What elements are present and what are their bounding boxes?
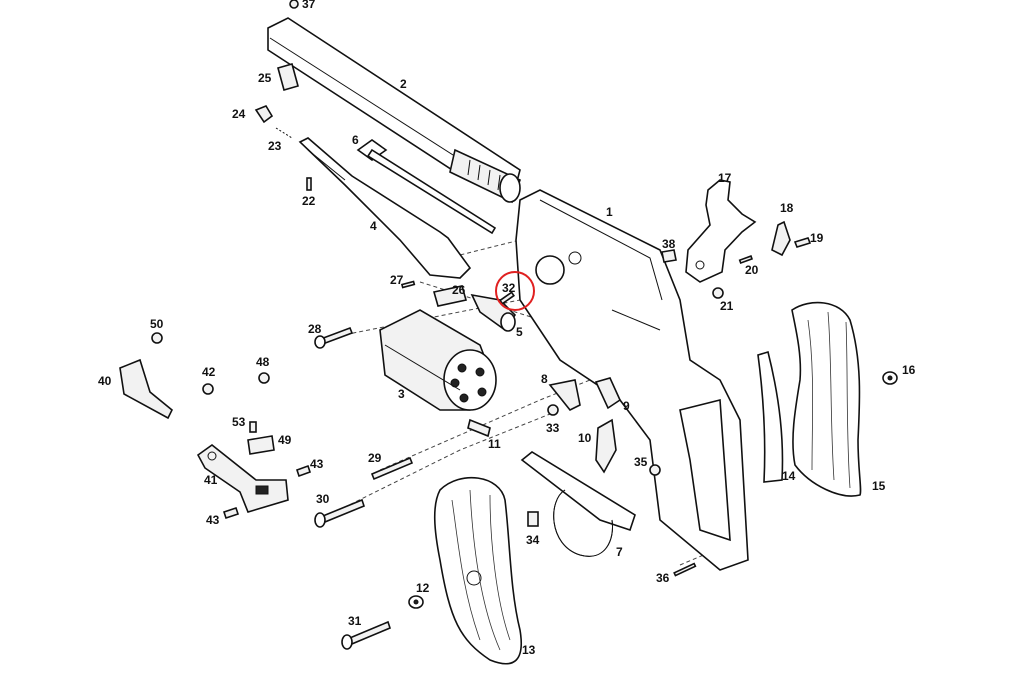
label-31: 31 [348,614,362,628]
label-24: 24 [232,107,246,121]
label-28: 28 [308,322,322,336]
label-3: 3 [398,387,405,401]
label-41: 41 [204,473,218,487]
label-15: 15 [872,479,886,493]
right-grip-group [757,301,898,497]
label-32: 32 [502,281,516,295]
screws-lower [314,456,697,650]
label-27: 27 [390,273,404,287]
label-19: 19 [810,231,824,245]
label-20: 20 [745,263,759,277]
label-36: 36 [656,571,670,585]
label-5: 5 [516,325,523,339]
label-9: 9 [623,399,630,413]
label-11: 11 [488,437,501,451]
label-2: 2 [400,77,407,91]
part-32-pin [499,291,515,305]
label-16: 16 [902,363,916,377]
label-6: 6 [352,133,359,147]
label-37: 37 [302,0,316,11]
barrel [267,17,522,204]
left-grip [408,476,522,665]
small-parts-upper-left [254,63,312,191]
label-42: 42 [202,365,216,379]
loading-lever [298,137,472,279]
label-40: 40 [98,374,112,388]
label-49: 49 [278,433,292,447]
highlight-circle [495,271,535,311]
label-30: 30 [316,492,330,506]
rear-sight-assembly [196,372,312,520]
label-12: 12 [416,581,430,595]
front-sight [119,332,174,420]
label-8: 8 [541,372,548,386]
label-4: 4 [370,219,377,233]
label-38: 38 [662,237,676,251]
label-10: 10 [578,431,592,445]
hammer-group [661,179,812,299]
label-23: 23 [268,139,282,153]
cylinder [379,309,497,411]
label-43b: 43 [206,513,220,527]
label-29: 29 [368,451,382,465]
label-18: 18 [780,201,794,215]
label-48: 48 [256,355,270,369]
label-43a: 43 [310,457,324,471]
label-13: 13 [522,643,536,657]
trigger-guard [520,451,636,557]
part-labels: 1 2 3 4 5 6 7 8 9 10 11 12 13 14 15 16 1… [98,0,916,657]
label-50: 50 [150,317,164,331]
label-25: 25 [258,71,272,85]
label-17: 17 [718,171,732,185]
label-26: 26 [452,283,466,297]
ramrod [356,139,497,235]
small-parts-mid [314,280,517,349]
label-53: 53 [232,415,246,429]
label-33: 33 [546,421,560,435]
label-35: 35 [634,455,648,469]
label-22: 22 [302,194,316,208]
label-34: 34 [526,533,540,547]
part-37 [289,0,299,9]
label-14: 14 [782,469,796,483]
label-1: 1 [606,205,613,219]
frame [515,189,749,571]
lockwork [467,377,661,476]
label-21: 21 [720,299,734,313]
label-7: 7 [616,545,623,559]
